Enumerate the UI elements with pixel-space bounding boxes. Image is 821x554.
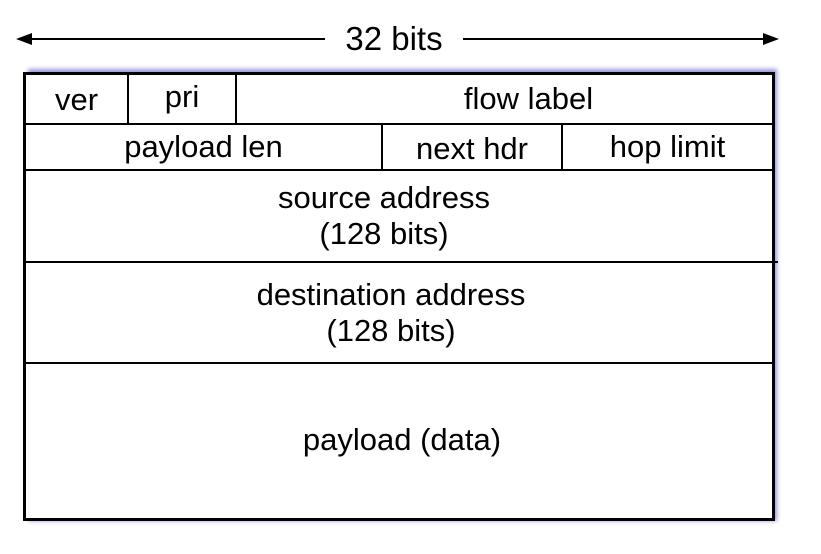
row-divider-2 bbox=[26, 169, 772, 171]
row-divider-4 bbox=[26, 362, 772, 364]
field-payload-data: payload (data) bbox=[302, 421, 502, 457]
field-pri: pri bbox=[164, 79, 200, 114]
col-divider-ver-pri bbox=[127, 75, 129, 123]
field-payload-len: payload len bbox=[124, 129, 283, 164]
col-divider-next-hop bbox=[561, 123, 563, 169]
field-destination-address: destination address (128 bits) bbox=[26, 263, 756, 362]
width-label: 32 bits bbox=[325, 20, 463, 58]
destination-address-title: destination address bbox=[256, 276, 526, 312]
col-divider-pri-flow bbox=[235, 75, 237, 123]
row-divider-3 bbox=[26, 261, 778, 263]
row-divider-1 bbox=[26, 123, 772, 125]
field-hop-limit: hop limit bbox=[609, 129, 726, 164]
width-indicator: 32 bits bbox=[16, 20, 779, 58]
source-address-title: source address bbox=[278, 180, 490, 215]
source-address-size: (128 bits) bbox=[319, 216, 449, 251]
source-address-text: source address (128 bits) bbox=[278, 180, 490, 252]
destination-address-size: (128 bits) bbox=[326, 312, 456, 348]
ipv6-header-diagram: ver pri flow label payload len next hdr … bbox=[23, 72, 778, 521]
col-divider-len-next bbox=[381, 123, 383, 169]
destination-address-text: destination address (128 bits) bbox=[257, 277, 526, 349]
field-ver: ver bbox=[54, 82, 99, 117]
field-source-address: source address (128 bits) bbox=[26, 171, 742, 261]
field-next-hdr: next hdr bbox=[415, 131, 528, 166]
field-flow-label: flow label bbox=[463, 81, 594, 116]
